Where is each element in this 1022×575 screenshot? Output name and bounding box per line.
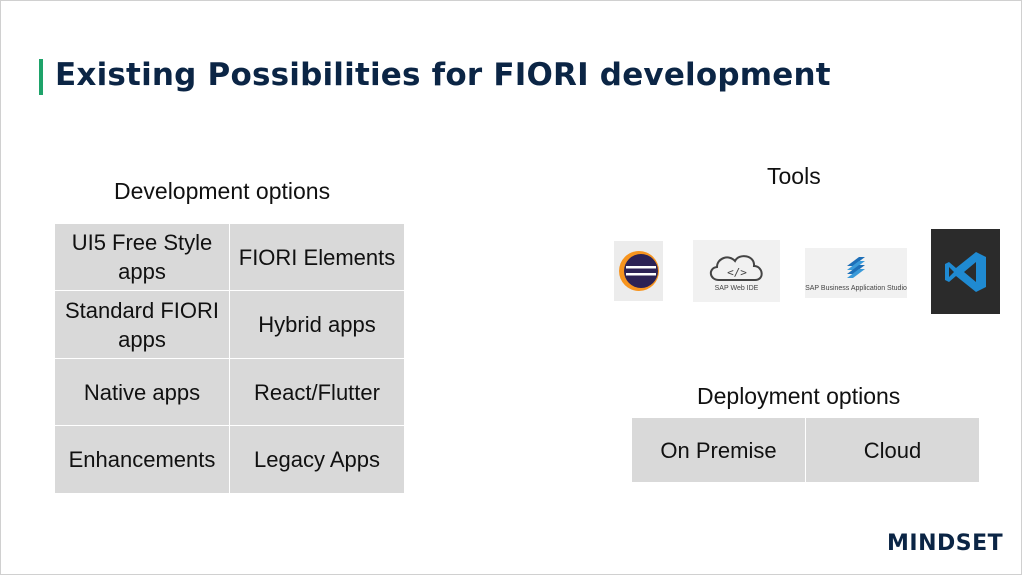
sap-bas-caption: SAP Business Application Studio — [805, 284, 907, 292]
vscode-icon — [931, 229, 1000, 314]
dev-option-cell: UI5 Free Style apps — [55, 224, 229, 290]
deploy-option-cell: Cloud — [806, 418, 979, 482]
sap-web-ide-caption: SAP Web IDE — [714, 284, 759, 292]
dev-option-cell: FIORI Elements — [230, 224, 404, 290]
dev-option-cell: Enhancements — [55, 426, 229, 493]
slide-title: Existing Possibilities for FIORI develop… — [55, 57, 831, 93]
mindset-logo: MINDSET — [887, 531, 1004, 556]
sap-web-ide-icon: </> SAP Web IDE — [693, 240, 780, 302]
dev-option-cell: Legacy Apps — [230, 426, 404, 493]
deploy-option-cell: On Premise — [632, 418, 805, 482]
dev-option-cell: Native apps — [55, 359, 229, 425]
deployment-options-heading: Deployment options — [697, 383, 901, 409]
svg-text:</>: </> — [727, 266, 747, 279]
dev-option-cell: React/Flutter — [230, 359, 404, 425]
dev-option-cell: Hybrid apps — [230, 291, 404, 358]
development-options-table: UI5 Free Style apps FIORI Elements Stand… — [55, 224, 404, 493]
sap-business-application-studio-icon: SAP Business Application Studio — [805, 248, 907, 298]
eclipse-icon — [614, 241, 663, 301]
title-accent-bar — [39, 59, 43, 95]
development-options-heading: Development options — [114, 178, 331, 204]
dev-option-cell: Standard FIORI apps — [55, 291, 229, 358]
deployment-options-table: On Premise Cloud — [632, 418, 979, 482]
tools-heading: Tools — [767, 163, 821, 189]
